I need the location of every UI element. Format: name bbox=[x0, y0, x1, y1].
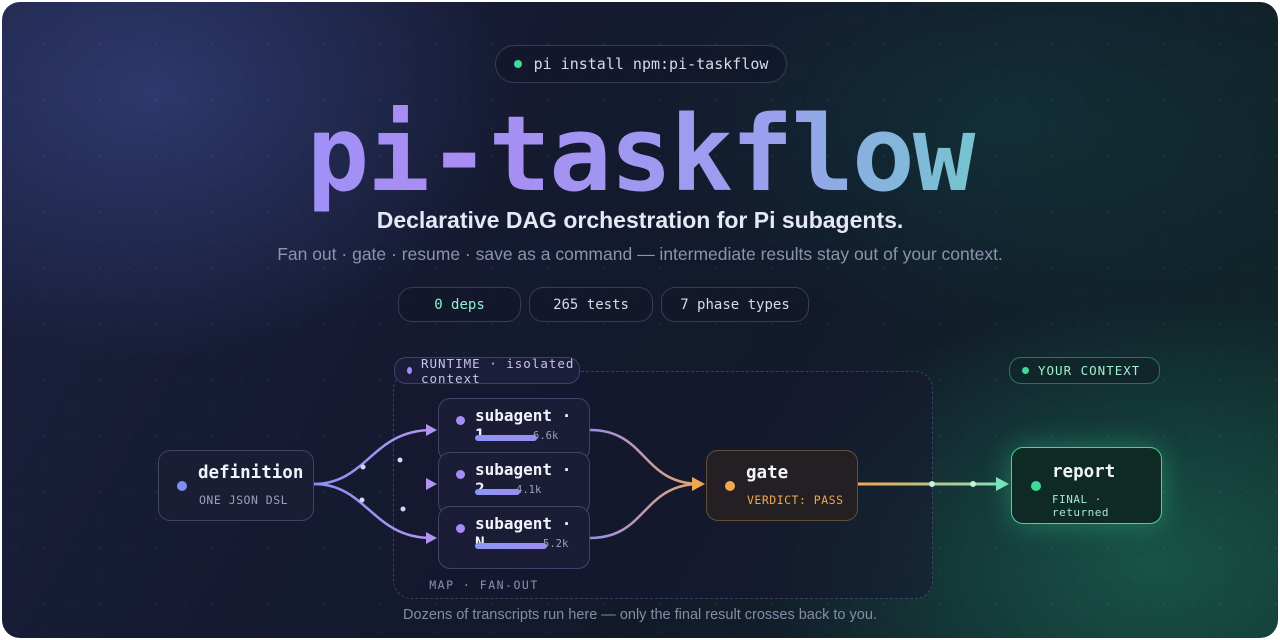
token-usage-bar bbox=[475, 489, 520, 495]
flow-particle bbox=[360, 464, 366, 470]
gate-dot-icon bbox=[725, 481, 735, 491]
token-count: 6.6k bbox=[533, 430, 559, 442]
node-gate-verdict: VERDICT: PASS bbox=[747, 493, 844, 507]
stat-badge-label: 0 deps bbox=[434, 296, 485, 313]
subagent-dot-icon bbox=[456, 470, 465, 479]
node-report: report FINAL · returned bbox=[1011, 447, 1162, 524]
stat-badge-label: 7 phase types bbox=[680, 296, 790, 313]
your-context-tag: YOUR CONTEXT bbox=[1009, 357, 1160, 384]
node-definition-label: definition bbox=[198, 463, 304, 483]
edge-definition-to-subagent-n bbox=[313, 482, 433, 540]
node-report-label: report bbox=[1052, 462, 1116, 482]
page-title: pi-taskflow bbox=[2, 94, 1278, 214]
page-tagline: Fan out · gate · resume · save as a comm… bbox=[277, 244, 1003, 264]
node-report-sub: FINAL · returned bbox=[1052, 493, 1109, 519]
definition-dot-icon bbox=[177, 481, 187, 491]
node-subagent-label: subagent · 1 bbox=[475, 406, 572, 444]
arrowhead-report bbox=[996, 477, 1009, 491]
flow-particle bbox=[970, 481, 976, 487]
page-subtitle: Declarative DAG orchestration for Pi sub… bbox=[376, 207, 904, 233]
arrowhead-gate bbox=[692, 477, 705, 491]
runtime-dot-icon bbox=[407, 367, 412, 374]
token-usage-bar bbox=[475, 435, 537, 441]
node-definition: definition ONE JSON DSL bbox=[158, 450, 314, 521]
token-usage-bar bbox=[475, 543, 547, 549]
token-count: 5.2k bbox=[543, 538, 569, 550]
subagent-dot-icon bbox=[456, 524, 465, 533]
node-subagent-label: subagent · N bbox=[475, 514, 572, 552]
flow-particle bbox=[397, 457, 403, 463]
runtime-tag: RUNTIME · isolated context bbox=[394, 355, 580, 386]
subagent-dot-icon bbox=[456, 416, 465, 425]
stat-badge-phase-types: 7 phase types bbox=[661, 287, 809, 322]
node-subagent-label: subagent · 2 bbox=[475, 460, 572, 498]
edge-definition-to-subagent-1 bbox=[313, 428, 433, 486]
flow-particle bbox=[400, 506, 406, 512]
node-subagent-n: subagent · N 5.2k bbox=[438, 506, 590, 569]
stat-badge-deps: 0 deps bbox=[398, 287, 521, 322]
diagram-footnote: Dozens of transcripts run here — only th… bbox=[403, 607, 877, 623]
edge-subagent-1-to-gate bbox=[589, 428, 701, 486]
node-gate-label: gate bbox=[746, 463, 789, 483]
flow-particle bbox=[359, 497, 365, 503]
map-fan-out-caption: MAP · FAN-OUT bbox=[429, 578, 539, 592]
runtime-tag-label: RUNTIME · isolated context bbox=[420, 355, 575, 386]
stat-badge-label: 265 tests bbox=[553, 296, 629, 313]
edge-subagent-n-to-gate bbox=[589, 482, 701, 540]
status-dot-icon bbox=[513, 60, 522, 68]
arrowhead-subagent-2 bbox=[426, 478, 437, 490]
stat-badge-tests: 265 tests bbox=[529, 287, 653, 322]
flow-particle bbox=[929, 481, 935, 487]
install-command-pill[interactable]: pi install npm:pi-taskflow bbox=[495, 45, 787, 83]
token-count: 4.1k bbox=[516, 484, 542, 496]
report-dot-icon bbox=[1031, 481, 1041, 491]
node-subagent-1: subagent · 1 6.6k bbox=[438, 398, 590, 461]
install-command-text: pi install npm:pi-taskflow bbox=[533, 55, 769, 73]
node-gate: gate VERDICT: PASS bbox=[706, 450, 858, 521]
arrowhead-subagent-1 bbox=[426, 424, 437, 436]
arrowhead-subagent-n bbox=[426, 532, 437, 544]
your-context-tag-label: YOUR CONTEXT bbox=[1038, 363, 1141, 378]
context-dot-icon bbox=[1022, 367, 1029, 374]
node-definition-sub: ONE JSON DSL bbox=[199, 493, 289, 507]
node-subagent-2: subagent · 2 4.1k bbox=[438, 452, 590, 515]
